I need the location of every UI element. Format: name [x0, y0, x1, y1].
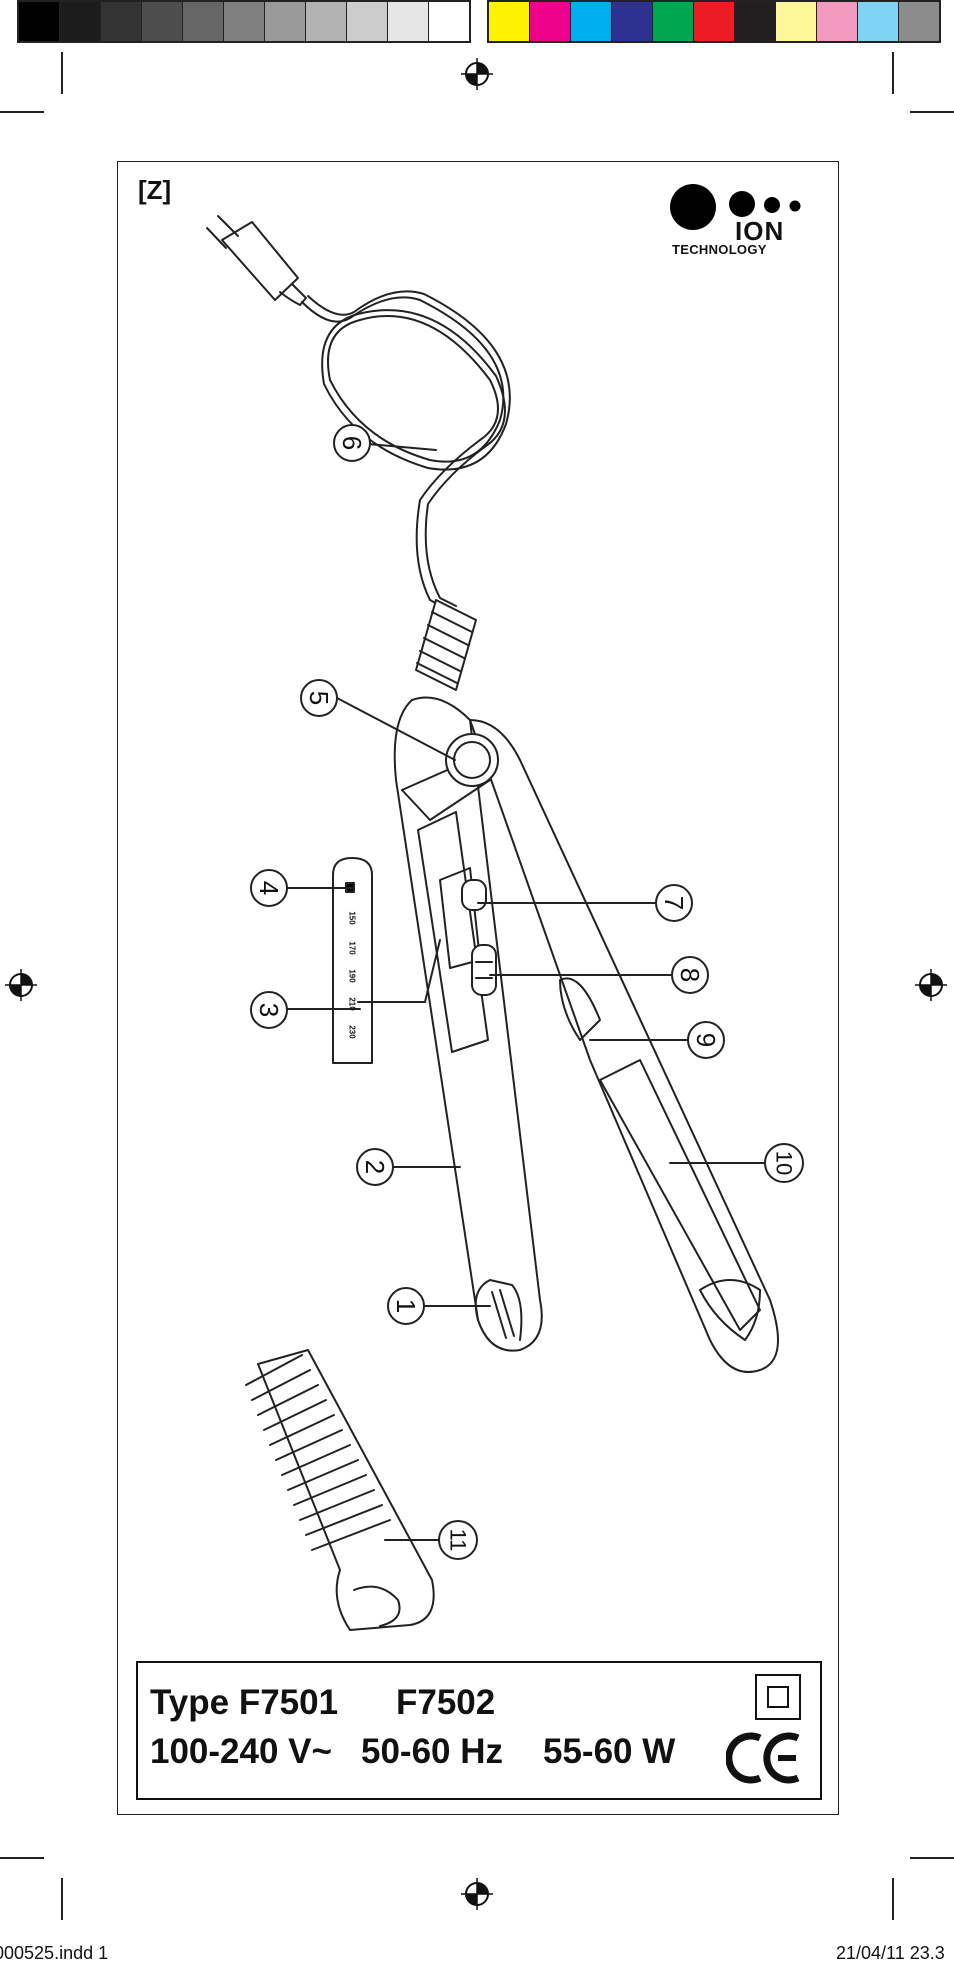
- ce-mark-icon: [726, 1732, 800, 1784]
- crop-mark: [910, 111, 954, 113]
- color-swatch: [653, 2, 694, 41]
- power-rating: 55-60 W: [543, 1732, 676, 1771]
- callout-10: [764, 1143, 804, 1183]
- callout-label-11: 11: [446, 1529, 471, 1552]
- gray-swatch: [60, 2, 101, 41]
- file-name-slug: 000525.indd 1: [0, 1943, 109, 1963]
- callout-label-9: 9: [691, 1033, 721, 1047]
- callout-4: [250, 869, 288, 907]
- registration-mark-icon: [5, 969, 37, 1001]
- crop-mark: [892, 52, 894, 94]
- registration-mark-icon: [461, 58, 493, 90]
- callout-label-2: 2: [360, 1160, 390, 1174]
- callout-1: [387, 1287, 425, 1325]
- page-frame: [117, 161, 839, 1815]
- frequency-rating: 50-60 Hz: [361, 1732, 504, 1771]
- ion-technology-logo-icon: [670, 184, 801, 230]
- crop-mark: [910, 1857, 954, 1859]
- temp-label-230: 230: [348, 1025, 357, 1039]
- color-swatch: [776, 2, 817, 41]
- color-swatch: [530, 2, 571, 41]
- callout-label-10: 10: [772, 1151, 797, 1175]
- color-swatch: [735, 2, 776, 41]
- callout-6: [333, 424, 371, 462]
- temp-label-150: 150: [348, 911, 357, 925]
- leader-line-5: [334, 696, 456, 761]
- callout-11: [438, 1520, 478, 1560]
- crop-mark: [892, 1878, 894, 1920]
- callout-9: [687, 1021, 725, 1059]
- callout-3: [250, 991, 288, 1029]
- callout-label-6: 6: [337, 436, 367, 450]
- temp-label-190: 190: [348, 969, 357, 983]
- type-label: Type F7501: [150, 1683, 339, 1722]
- gray-swatch: [224, 2, 265, 41]
- display-button-icon: [461, 879, 487, 911]
- temp-label-210: 210: [348, 997, 357, 1011]
- gray-swatch: [265, 2, 306, 41]
- crop-mark: [0, 111, 44, 113]
- gray-swatch: [19, 2, 60, 41]
- callout-label-3: 3: [254, 1003, 284, 1017]
- crop-mark: [61, 52, 63, 94]
- grayscale-swatches: [17, 0, 471, 43]
- callout-label-7: 7: [659, 896, 689, 910]
- straightener-plate-arm: [469, 719, 779, 1373]
- callout-label-5: 5: [304, 691, 334, 705]
- color-swatch: [899, 2, 939, 41]
- color-swatch: [489, 2, 530, 41]
- hair-straightener-illustration: 6 5 4 3 7 8 9 10 2 1 11 150 170 190 210 …: [206, 215, 804, 1631]
- registration-mark-icon: [461, 1878, 493, 1910]
- gray-swatch: [142, 2, 183, 41]
- callout-5: [300, 679, 338, 717]
- gray-swatch: [347, 2, 388, 41]
- date-slug: 21/04/11 23.3: [836, 1943, 945, 1963]
- callout-2: [356, 1148, 394, 1186]
- color-calibration-bar: [17, 0, 941, 43]
- crop-mark: [61, 1878, 63, 1920]
- callout-8: [671, 956, 709, 994]
- gray-swatch: [306, 2, 347, 41]
- gray-swatch: [101, 2, 142, 41]
- voltage-rating: 100-240 V~: [150, 1732, 332, 1771]
- logo-ion-text: ION: [735, 216, 785, 246]
- callout-label-1: 1: [391, 1299, 421, 1313]
- color-swatch: [694, 2, 735, 41]
- callout-label-4: 4: [254, 881, 284, 895]
- class-ii-double-insulation-icon: [755, 1674, 801, 1720]
- color-swatches: [487, 0, 941, 43]
- gray-swatch: [183, 2, 224, 41]
- plus-minus-button-icon: [471, 944, 497, 996]
- color-swatch: [858, 2, 899, 41]
- gray-swatch: [429, 2, 469, 41]
- plug-icon: [206, 215, 307, 306]
- language-tag: [Z]: [138, 175, 172, 205]
- power-cord: [301, 290, 511, 611]
- color-swatch: [817, 2, 858, 41]
- callout-label-8: 8: [675, 968, 705, 982]
- model-number: F7502: [396, 1683, 496, 1722]
- rating-label-box: [136, 1661, 822, 1800]
- cord-strain-relief: [415, 599, 477, 691]
- leader-line-6: [367, 443, 437, 451]
- logo-technology-text: TECHNOLOGY: [672, 242, 767, 257]
- color-swatch: [612, 2, 653, 41]
- temp-label-170: 170: [348, 941, 357, 955]
- callout-7: [655, 884, 693, 922]
- registration-mark-icon: [915, 969, 947, 1001]
- temperature-display-panel: [332, 857, 373, 1064]
- crop-mark: [0, 1857, 44, 1859]
- color-swatch: [571, 2, 612, 41]
- gray-swatch: [388, 2, 429, 41]
- comb-attachment: [245, 1349, 435, 1631]
